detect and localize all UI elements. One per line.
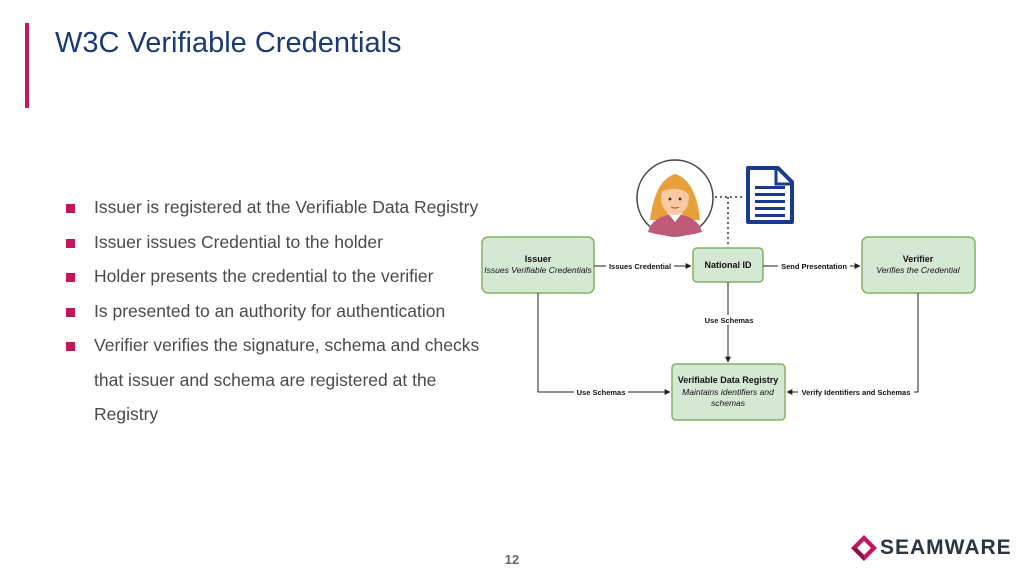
bullet-square-icon xyxy=(66,273,75,282)
edge-verify-identifiers: Verify Identifiers and Schemas xyxy=(786,293,919,397)
edge-use-schemas-left: Use Schemas xyxy=(537,293,671,397)
document-icon xyxy=(746,166,794,224)
svg-text:Maintains identifiers and: Maintains identifiers and xyxy=(682,387,774,397)
holder-avatar-icon xyxy=(636,159,714,237)
credential-flow-diagram: Issuer Issues Verifiable Credentials Nat… xyxy=(481,159,976,421)
edge-use-schemas-center: Use Schemas xyxy=(702,282,756,363)
svg-text:Issues Verifiable Credentials: Issues Verifiable Credentials xyxy=(484,265,592,275)
bullet-item: Is presented to an authority for authent… xyxy=(62,294,482,329)
logo-text: SEAMWARE xyxy=(880,536,1012,559)
seamware-logo: SEAMWARE xyxy=(850,532,1012,564)
bullet-square-icon xyxy=(66,204,75,213)
svg-text:Issuer: Issuer xyxy=(525,254,552,264)
issuer-node: Issuer Issues Verifiable Credentials xyxy=(481,236,595,294)
bullet-item: Holder presents the credential to the ve… xyxy=(62,259,482,294)
svg-text:Verifier: Verifier xyxy=(903,254,934,264)
bullet-square-icon xyxy=(66,238,75,248)
title-accent-bar xyxy=(25,23,29,108)
edge-send-presentation: Send Presentation xyxy=(763,261,861,271)
bullet-list: Issuer is registered at the Verifiable D… xyxy=(62,190,482,432)
seamware-logo-icon xyxy=(851,535,877,561)
page-number: 12 xyxy=(504,552,520,567)
svg-text:Issues Credential: Issues Credential xyxy=(609,262,671,271)
bullet-square-icon xyxy=(66,307,75,317)
bullet-item: Verifier verifies the signature, schema … xyxy=(62,328,482,432)
national-id-node: National ID xyxy=(692,247,764,283)
svg-text:National ID: National ID xyxy=(704,260,752,270)
svg-text:schemas: schemas xyxy=(711,398,746,408)
bullet-square-icon xyxy=(66,342,75,351)
bullet-item: Issuer issues Credential to the holder xyxy=(62,225,482,260)
svg-text:Use Schemas: Use Schemas xyxy=(577,388,626,397)
slide-title: W3C Verifiable Credentials xyxy=(55,27,402,59)
registry-node: Verifiable Data Registry Maintains ident… xyxy=(671,363,786,421)
bullet-item: Issuer is registered at the Verifiable D… xyxy=(62,190,482,225)
svg-text:Verifiable Data Registry: Verifiable Data Registry xyxy=(678,375,779,385)
holder-link xyxy=(715,196,742,248)
svg-text:Verifies the Credential: Verifies the Credential xyxy=(876,265,960,275)
svg-text:Verify Identifiers and Schemas: Verify Identifiers and Schemas xyxy=(802,388,911,397)
verifier-node: Verifier Verifies the Credential xyxy=(861,236,976,294)
edge-issues-credential: Issues Credential xyxy=(594,261,692,271)
svg-text:Use Schemas: Use Schemas xyxy=(705,316,754,325)
svg-text:Send Presentation: Send Presentation xyxy=(781,262,847,271)
